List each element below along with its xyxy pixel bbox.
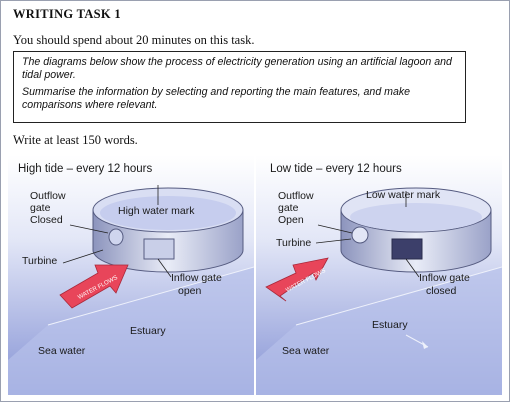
low-tide-title: Low tide – every 12 hours [270,163,402,175]
prompt-line-1: The diagrams below show the process of e… [22,56,452,81]
outflow-gate-open [351,226,369,244]
outflow-label-2: gate [278,202,299,214]
outflow-label-1: Outflow [278,190,314,202]
task-heading: WRITING TASK 1 [13,7,121,21]
word-requirement: Write at least 150 words. [13,133,138,147]
inflow-gate-label-1: Inflow gate [419,272,470,284]
low-tide-diagram: Low tide – every 12 hours Outflow gate O… [256,155,502,395]
water-flows-arrow [59,264,129,309]
high-tide-title: High tide – every 12 hours [18,163,153,175]
prompt-line-2: Summarise the information by selecting a… [22,86,411,111]
sea-water-label: Sea water [282,345,330,357]
outflow-label-3: Open [278,214,304,226]
estuary-label: Estuary [372,319,408,331]
high-tide-illustration [8,155,254,395]
turbine-label: Turbine [276,237,312,249]
inflow-gate-label-2: open [178,285,202,297]
turbine-label: Turbine [22,255,58,267]
high-tide-diagram: High tide – every 12 hours Outflow gate … [8,155,254,395]
water-flows-arrow-out [265,257,329,302]
high-water-mark-label: High water mark [118,205,195,217]
low-tide-illustration [256,155,502,395]
outflow-label-2: gate [30,202,51,214]
inflow-gate-open [143,238,175,260]
task-prompt-box: The diagrams below show the process of e… [13,51,466,123]
inflow-gate-closed [391,238,423,260]
sea-water-label: Sea water [38,345,86,357]
outflow-label-1: Outflow [30,190,66,202]
inflow-gate-label-1: Inflow gate [171,272,222,284]
outflow-gate-closed [108,228,124,246]
low-water-mark-label: Low water mark [366,189,441,201]
outflow-label-3: Closed [30,214,63,226]
inflow-gate-label-2: closed [426,285,457,297]
estuary-label: Estuary [130,325,166,337]
time-instruction: You should spend about 20 minutes on thi… [13,33,255,47]
